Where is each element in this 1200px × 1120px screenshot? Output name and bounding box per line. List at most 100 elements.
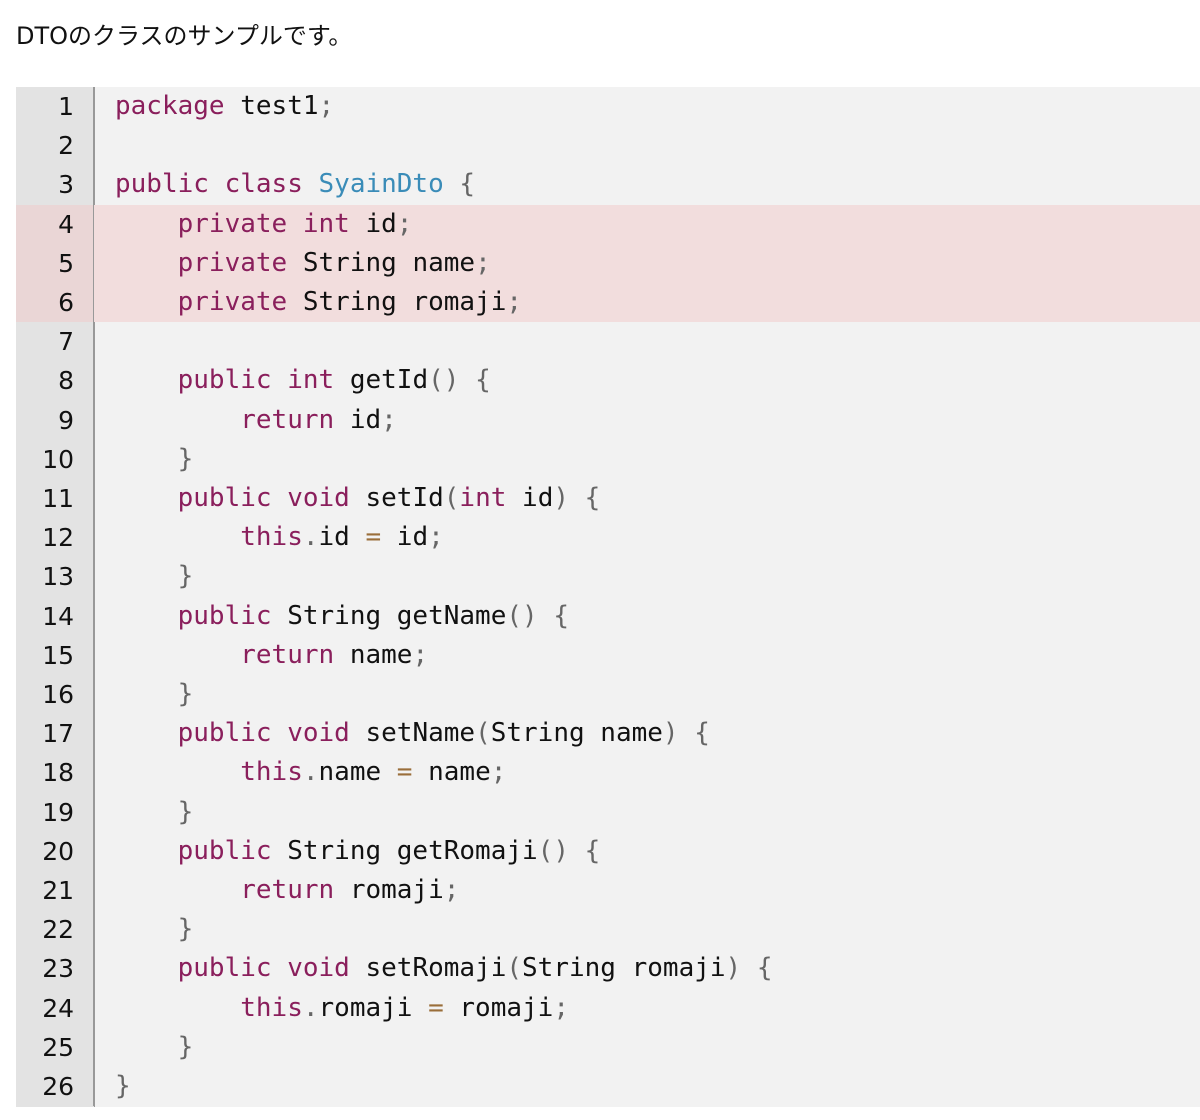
- code-token: return: [240, 875, 335, 905]
- code-token: getName: [396, 600, 507, 631]
- line-number: 13: [16, 557, 94, 597]
- code-token: String: [287, 835, 382, 866]
- code-token: setName: [365, 718, 476, 749]
- line-code: return id;: [115, 401, 397, 440]
- code-line: 24 this.romaji = romaji;: [16, 988, 1200, 1028]
- code-token: String: [522, 953, 616, 984]
- line-code: }: [115, 1028, 194, 1067]
- code-token: }: [177, 443, 194, 474]
- code-token: [412, 993, 428, 1023]
- code-token: [115, 718, 178, 748]
- code-token: [381, 757, 397, 787]
- code-line: 26}: [16, 1067, 1200, 1107]
- code-token: =: [365, 522, 382, 553]
- code-token: [334, 875, 350, 905]
- line-number: 15: [16, 635, 94, 675]
- code-token: return: [240, 404, 335, 435]
- code-token: ;: [318, 91, 335, 121]
- code-token: setRomaji: [365, 953, 507, 984]
- code-token: int: [302, 208, 350, 239]
- code-token: package: [115, 91, 225, 121]
- code-token: [350, 483, 366, 513]
- line-code: public void setRomaji(String romaji) {: [115, 949, 773, 988]
- code-token: .: [302, 522, 319, 553]
- code-token: name: [412, 247, 476, 278]
- code-token: ;: [506, 287, 523, 317]
- code-token: ): [725, 953, 742, 984]
- line-number: 5: [16, 243, 94, 283]
- code-line: 19 }: [16, 792, 1200, 832]
- line-number: 4: [16, 204, 94, 244]
- code-token: [350, 718, 366, 748]
- code-token: ;: [396, 208, 413, 239]
- code-token: [115, 679, 178, 709]
- code-token: [115, 405, 240, 435]
- line-number: 6: [16, 283, 94, 323]
- line-number: 24: [16, 988, 94, 1028]
- code-token: name: [349, 639, 413, 670]
- line-code: }: [115, 440, 194, 479]
- line-code: public void setId(int id) {: [115, 479, 601, 518]
- code-token: {: [475, 365, 491, 396]
- code-token: [115, 287, 178, 317]
- code-token: ;: [475, 247, 491, 278]
- line-code: }: [115, 557, 194, 596]
- code-token: id: [318, 522, 350, 553]
- code-token: [381, 522, 397, 552]
- code-line: 14 public String getName() {: [16, 596, 1200, 636]
- code-token: setId: [365, 483, 444, 513]
- code-token: {: [756, 953, 773, 984]
- code-token: [334, 405, 350, 435]
- code-token: String: [302, 287, 397, 317]
- code-token: [115, 522, 240, 552]
- code-token: {: [459, 169, 476, 200]
- line-code: }: [115, 793, 194, 832]
- code-token: class: [224, 169, 303, 200]
- line-code: this.romaji = romaji;: [115, 989, 569, 1028]
- code-token: =: [396, 757, 413, 788]
- line-code: this.name = name;: [115, 753, 506, 792]
- code-token: [569, 836, 585, 866]
- code-token: [287, 248, 303, 278]
- code-line: 22 }: [16, 910, 1200, 950]
- code-token: [287, 209, 303, 239]
- code-token: (): [506, 600, 538, 631]
- line-number: 20: [16, 831, 94, 871]
- code-token: [209, 169, 225, 199]
- line-number: 7: [16, 322, 94, 362]
- code-token: [115, 444, 178, 474]
- code-line: 5 private String name;: [16, 243, 1200, 283]
- code-line: 25 }: [16, 1027, 1200, 1067]
- code-token: public: [177, 953, 272, 984]
- code-token: ;: [443, 875, 460, 905]
- code-line: 6 private String romaji;: [16, 283, 1200, 323]
- code-token: [334, 640, 350, 670]
- code-token: }: [177, 1031, 194, 1062]
- code-token: String: [490, 718, 585, 749]
- code-line: 17 public void setName(String name) {: [16, 714, 1200, 754]
- code-token: void: [287, 953, 350, 984]
- line-number: 26: [16, 1067, 94, 1107]
- line-number: 11: [16, 479, 94, 519]
- code-token: romaji: [459, 992, 554, 1023]
- code-token: ): [662, 718, 679, 749]
- code-token: getRomaji: [396, 835, 538, 866]
- code-line: 12 this.id = id;: [16, 518, 1200, 558]
- line-number: 17: [16, 714, 94, 754]
- code-token: private: [177, 247, 288, 278]
- code-token: [115, 757, 240, 787]
- code-token: ;: [412, 639, 429, 670]
- code-token: private: [177, 208, 288, 239]
- code-token: [444, 993, 460, 1023]
- code-token: ;: [553, 992, 569, 1023]
- code-token: this: [240, 522, 303, 553]
- line-code: private String name;: [115, 244, 491, 283]
- code-line: 7: [16, 322, 1200, 362]
- code-token: romaji: [318, 992, 413, 1023]
- code-line: 13 }: [16, 557, 1200, 597]
- line-number: 21: [16, 871, 94, 911]
- code-token: [115, 993, 240, 1023]
- code-token: id: [396, 522, 429, 553]
